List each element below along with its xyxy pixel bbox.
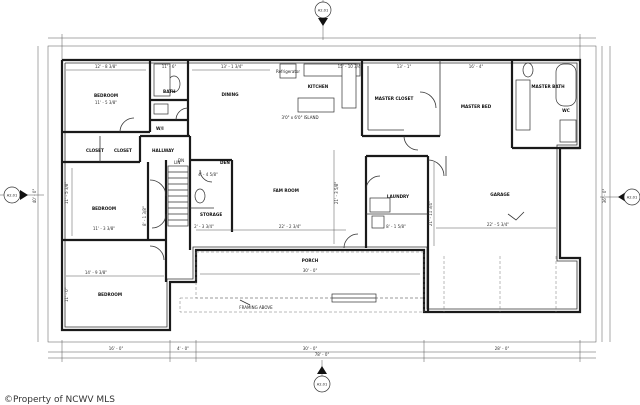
room-master-bath: MASTER BATH: [531, 84, 565, 89]
master-shower: [559, 119, 577, 143]
interior-dimension-lines: [66, 69, 556, 277]
fixtures: [153, 62, 577, 312]
room-bedroom-w: BEDROOM: [92, 206, 116, 211]
room-bedroom-sw: BEDROOM: [98, 292, 122, 297]
room-hallway: HALLWAY: [152, 148, 175, 153]
stair-dn-label: DN: [178, 158, 184, 163]
room-porch: PORCH: [302, 258, 319, 263]
dim-bedroom-w-h: 11' - 5 3/8": [64, 182, 69, 204]
dim-bedroom-sw-w: 14' - 9 3/8": [85, 270, 107, 275]
dim-porch-w: 30' - 0": [303, 268, 318, 273]
dim-right-h: 36' - 0": [602, 189, 607, 204]
dim-family-w: 22' - 2 3/4": [279, 224, 301, 229]
room-wc: WC: [562, 108, 570, 113]
room-laundry: LAUNDRY: [387, 194, 410, 199]
dim-hall-w: 2' - 3 3/4": [194, 224, 214, 229]
dim-top-2: 11' - 6": [162, 64, 177, 69]
dim-laundry-w: 8' - 1 5/8": [386, 224, 406, 229]
dimension-labels: 12' - 8 3/8" 11' - 6" 13' - 1 3/4" 15' -…: [32, 64, 607, 357]
kitchen-island: [297, 97, 335, 113]
room-closet-1: CLOSET: [86, 148, 104, 153]
dim-top-3: 13' - 1 3/4": [221, 64, 243, 69]
room-bath-nw: BATH: [163, 89, 176, 94]
framing-above-label: FRAMING ABOVE: [239, 305, 273, 310]
door-swings: [119, 91, 445, 261]
section-marker-right: A2.01: [600, 188, 640, 206]
dim-top-6: 16' - 4": [469, 64, 484, 69]
half-bath-toilet-icon: [194, 188, 206, 204]
dim-top-1: 12' - 8 3/8": [95, 64, 117, 69]
dim-bottom-3: 30' - 0": [303, 346, 318, 351]
island-label: 3'0" x 6'0" ISLAND: [281, 115, 318, 120]
section-marker-right-label: A2.01: [627, 196, 637, 200]
washer-icon: [371, 215, 385, 229]
dimension-frame: [37, 34, 611, 362]
room-closet-2: CLOSET: [114, 148, 132, 153]
sink-icon: [153, 103, 169, 115]
dim-bedroom-w-w: 11' - 3 3/8": [93, 226, 115, 231]
tub-icon: [153, 63, 171, 97]
watermark: ©Property of NCWV MLS: [4, 395, 115, 405]
room-bedroom-nw: BEDROOM: [94, 93, 118, 98]
dim-top-5: 13' - 1": [397, 64, 412, 69]
dim-left-h: 40' - 0": [32, 189, 37, 204]
room-den: DEN: [220, 160, 230, 165]
room-family: FAM ROOM: [273, 188, 299, 193]
porch: [179, 251, 425, 313]
section-marker-left-label: A2.01: [7, 194, 17, 198]
dim-bottom-4: 28' - 0": [495, 346, 510, 351]
dim-den-h: 4' - 4 5/8": [198, 172, 218, 177]
dim-garage-h: 21' - 11 3/4": [428, 201, 433, 226]
room-master-closet: MASTER CLOSET: [375, 96, 414, 101]
room-closet-nw: W/I: [156, 126, 164, 131]
master-toilet-icon: [522, 62, 534, 78]
room-storage: STORAGE: [200, 212, 222, 217]
master-tub-icon: [555, 63, 577, 107]
dim-bedroom-nw-w: 11' - 5 3/8": [95, 100, 117, 105]
master-vanity: [515, 79, 531, 131]
room-labels: BEDROOM BATH W/I DINING KITCHEN Refriger…: [86, 69, 570, 310]
laundry-counter: [369, 197, 391, 213]
kitchen-counter-side: [341, 63, 357, 109]
section-marker-bottom-label: A2.01: [317, 383, 327, 387]
section-marker-top: A2.01: [314, 0, 332, 40]
room-master-bedroom: MASTER BED: [461, 104, 492, 109]
dim-family-h: 21' - 3 5/8": [334, 182, 339, 204]
dim-bedroom-sw-h: 11' - 0": [64, 287, 69, 302]
dim-top-4: 15' - 10 3/4": [338, 64, 363, 69]
dim-bottom-1: 16' - 0": [109, 346, 124, 351]
dim-hall-h: 8' - 1 3/8": [142, 206, 147, 226]
room-linen: LIN: [174, 160, 180, 165]
dim-garage-w: 22' - 5 3/4": [487, 222, 509, 227]
section-marker-bottom: A2.01: [313, 360, 331, 393]
room-dining: DINING: [221, 92, 239, 97]
dim-overall-w: 78' - 0": [315, 352, 330, 357]
interior-walls: [62, 60, 580, 312]
section-marker-left: A2.01: [0, 186, 44, 204]
section-marker-top-label: A2.01: [318, 9, 328, 13]
refrigerator-label: Refrigerator: [276, 69, 300, 74]
room-kitchen: KITCHEN: [308, 84, 329, 89]
dim-bottom-2: 4' - 0": [177, 346, 189, 351]
refrigerator-icon: [279, 63, 297, 79]
stair-icon: [167, 165, 189, 227]
room-garage: GARAGE: [490, 192, 510, 197]
